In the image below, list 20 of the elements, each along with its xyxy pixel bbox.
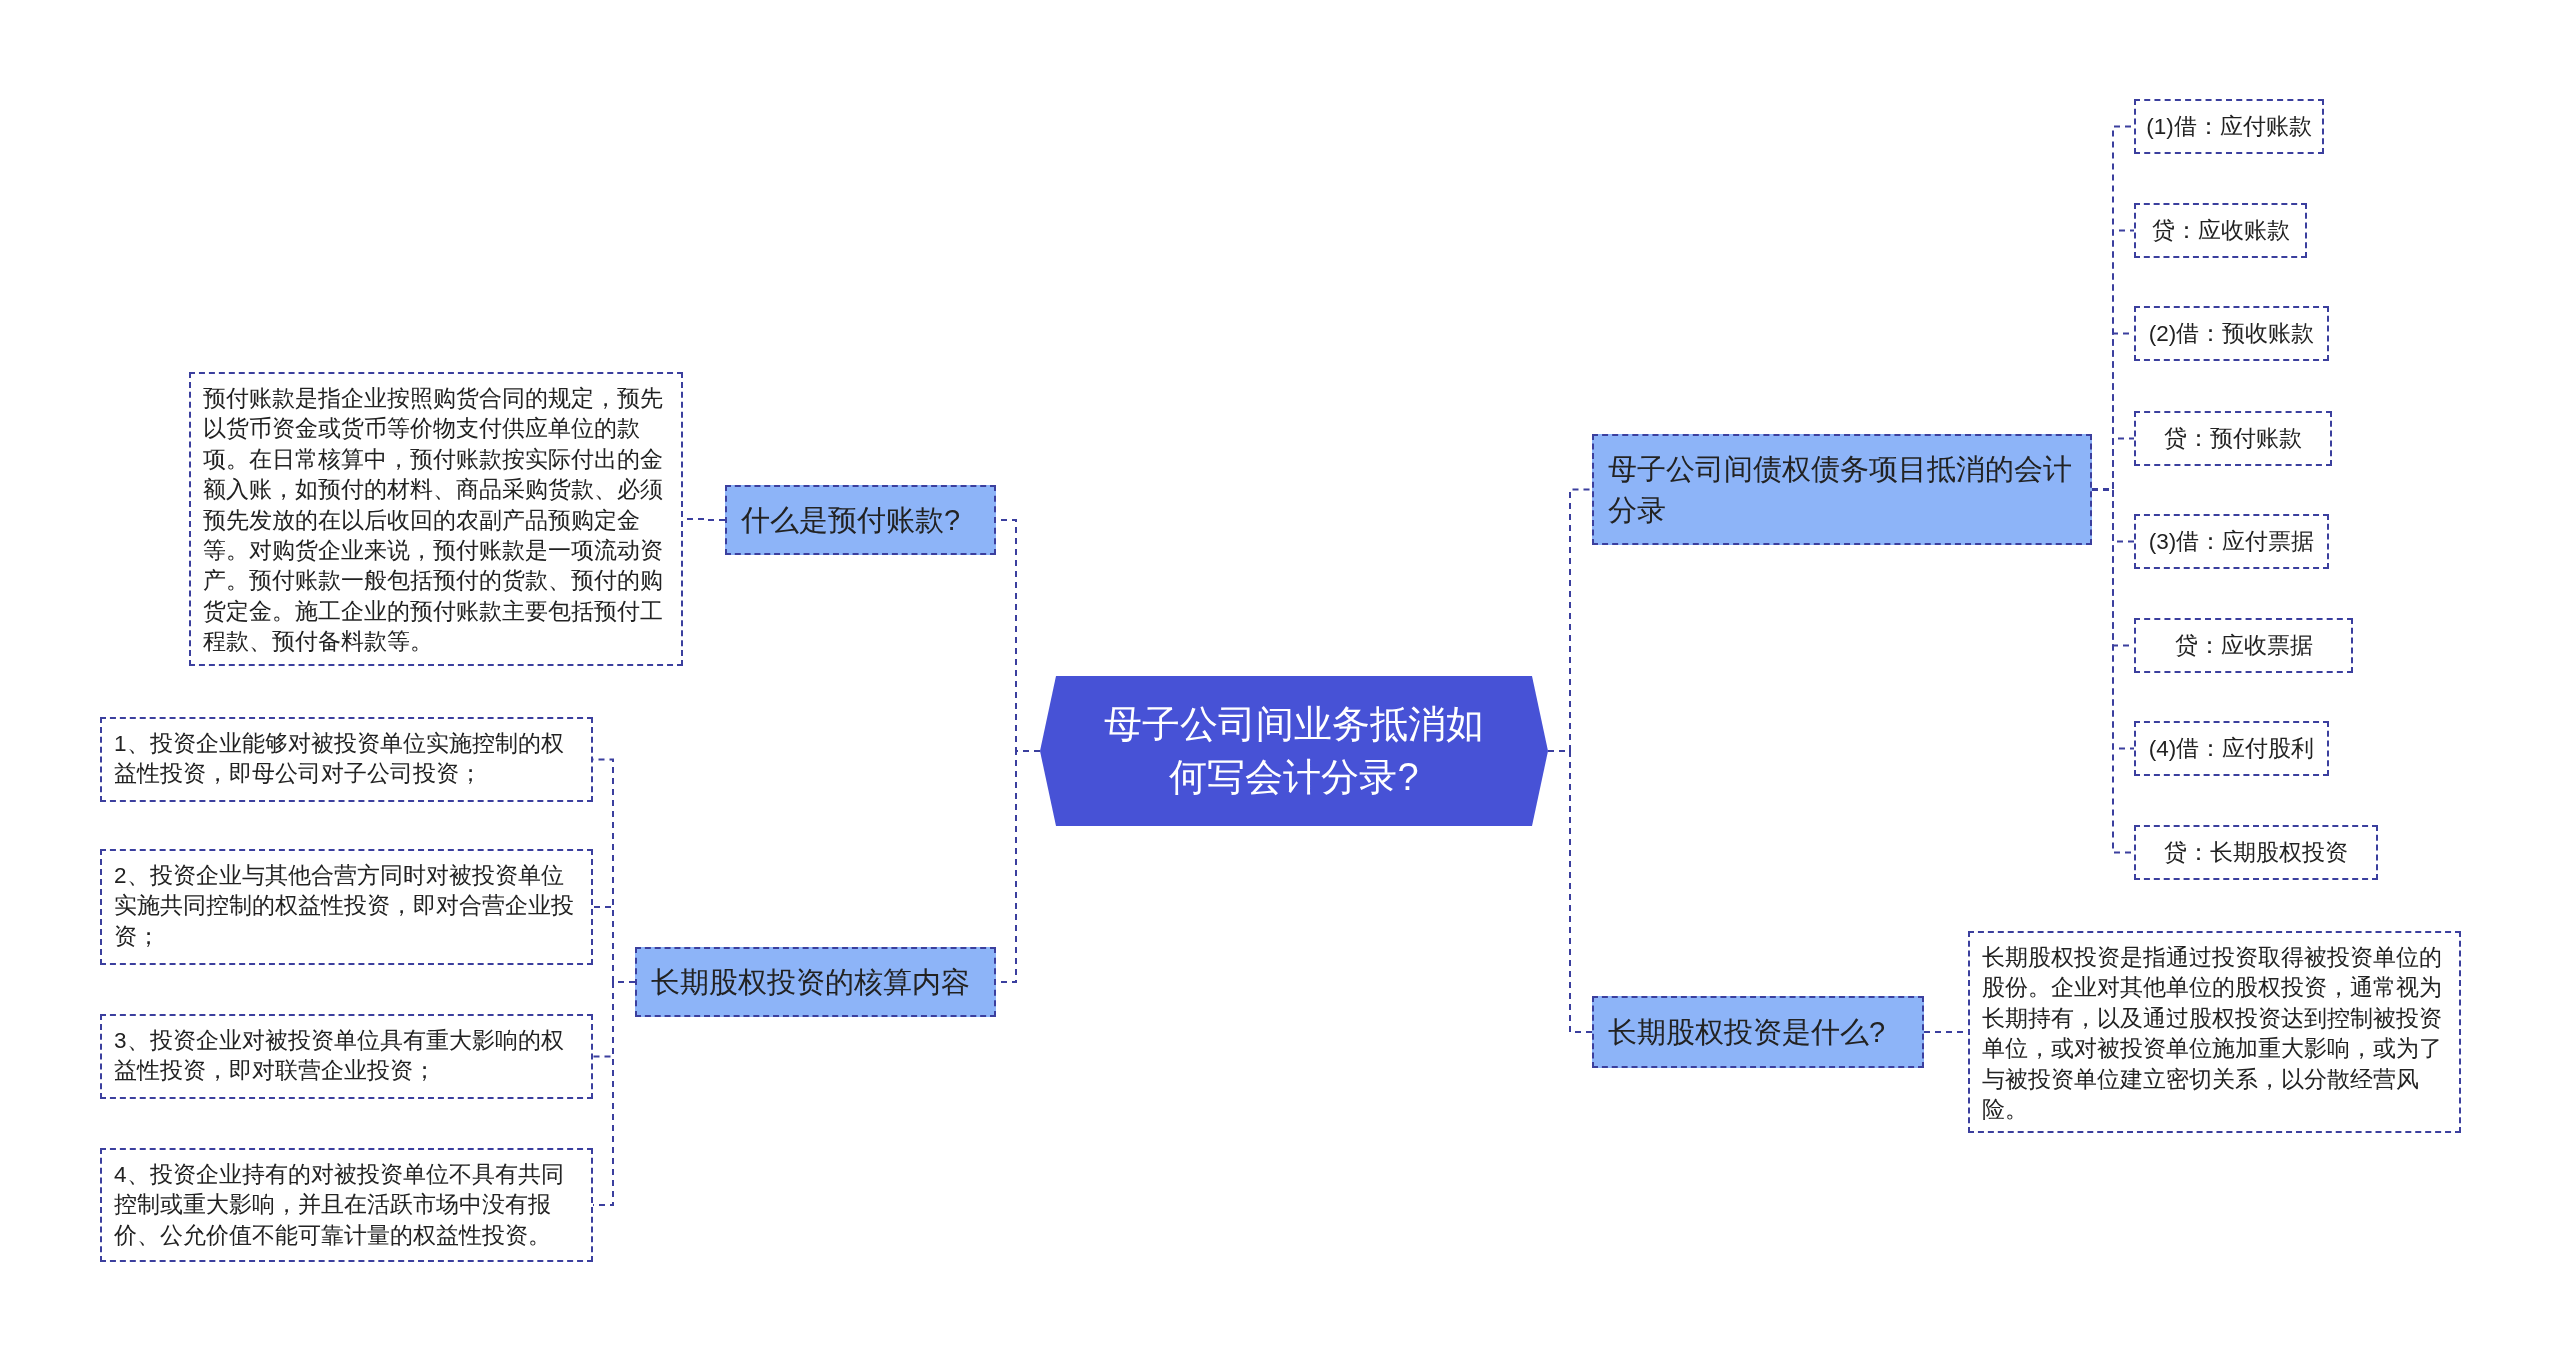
note-box: 4、投资企业持有的对被投资单位不具有共同控制或重大影响，并且在活跃市场中没有报价、公允价值不能可靠计量的权益性投资。 (100, 1148, 593, 1262)
central-topic-hexagon: 母子公司间业务抵消如何写会计分录? (1040, 676, 1548, 826)
entry-box: (3)借：应付票据 (2134, 514, 2329, 569)
topic-box: 什么是预付账款? (725, 485, 996, 555)
note-box: 1、投资企业能够对被投资单位实施控制的权益性投资，即母公司对子公司投资； (100, 717, 593, 802)
note-box: 3、投资企业对被投资单位具有重大影响的权益性投资，即对联营企业投资； (100, 1014, 593, 1099)
note-box: 2、投资企业与其他合营方同时对被投资单位实施共同控制的权益性投资，即对合营企业投资； (100, 849, 593, 965)
topic-box: 长期股权投资是什么? (1592, 996, 1924, 1068)
entry-box: 贷：应收票据 (2134, 618, 2353, 673)
entry-box: 贷：应收账款 (2134, 203, 2307, 258)
entry-box: (2)借：预收账款 (2134, 306, 2329, 361)
entry-box: (1)借：应付账款 (2134, 99, 2324, 154)
note-box: 长期股权投资是指通过投资取得被投资单位的股份。企业对其他单位的股权投资，通常视为长期持有，以及通过股权投资达到控制被投资单位，或对被投资单位施加重大影响，或为了与被投资单位建立密切关系，以分散经营风险。 (1968, 931, 2461, 1133)
topic-box: 母子公司间债权债务项目抵消的会计分录 (1592, 434, 2092, 545)
note-box: 预付账款是指企业按照购货合同的规定，预先以货币资金或货币等价物支付供应单位的款项。在日常核算中，预付账款按实际付出的金额入账，如预付的材料、商品采购货款、必须预先发放的在以后收回的农副产品预购定金等。对购货企业来说，预付账款是一项流动资产。预付账款一般包括预付的货款、预付的购货定金。施工企业的预付账款主要包括预付工程款、预付备料款等。 (189, 372, 683, 666)
topic-box: 长期股权投资的核算内容 (635, 947, 996, 1017)
entry-box: (4)借：应付股利 (2134, 721, 2329, 776)
entry-box: 贷：预付账款 (2134, 411, 2332, 466)
connector-line (1547, 750, 1593, 1033)
entry-box: 贷：长期股权投资 (2134, 825, 2378, 880)
